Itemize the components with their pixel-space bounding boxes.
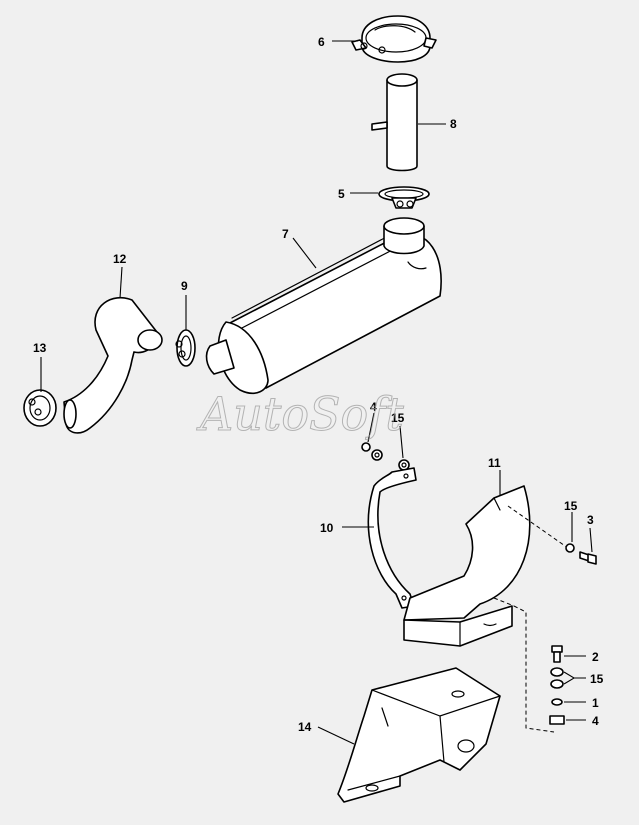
callout-6: 6 [318,35,325,49]
part-5-clamp[interactable] [378,186,430,209]
callout-15-right: 15 [564,499,578,513]
part-14-base-plate[interactable] [337,667,501,803]
part-8-exhaust-pipe[interactable] [371,73,418,172]
part-13-clamp[interactable] [23,389,57,427]
callout-15-top: 15 [391,411,405,425]
callout-7: 7 [282,227,289,241]
part-7-muffler[interactable] [205,217,442,395]
callout-13: 13 [33,341,47,355]
callout-5: 5 [338,187,345,201]
callout-4-top: 4 [370,400,377,414]
hardware-bolt-column[interactable] [513,605,565,733]
part-12-elbow-hose[interactable] [63,296,163,434]
watermark-text: AutoSoft [196,387,404,441]
callout-10: 10 [320,521,334,535]
part-11-muffler-bracket[interactable] [403,485,569,647]
callout-12: 12 [113,252,127,266]
callout-14: 14 [298,720,312,734]
part-6-rain-cap[interactable] [351,15,437,63]
callout-3: 3 [587,513,594,527]
callout-labels: 6 8 5 7 12 9 13 4 15 11 10 15 3 2 15 1 4… [33,35,604,734]
hardware-bolt-washer-right[interactable] [565,543,597,565]
callout-2: 2 [592,650,599,664]
part-10-mounting-strap[interactable] [367,467,417,609]
callout-4-bottom: 4 [592,714,599,728]
hardware-nuts-washers-top[interactable] [361,442,410,471]
callout-15-bottom: 15 [590,672,604,686]
part-9-clamp[interactable] [175,329,196,367]
leader-lines [40,40,593,745]
callout-9: 9 [181,279,188,293]
callout-11: 11 [488,456,501,470]
callout-8: 8 [450,117,457,131]
callout-1: 1 [592,696,599,710]
